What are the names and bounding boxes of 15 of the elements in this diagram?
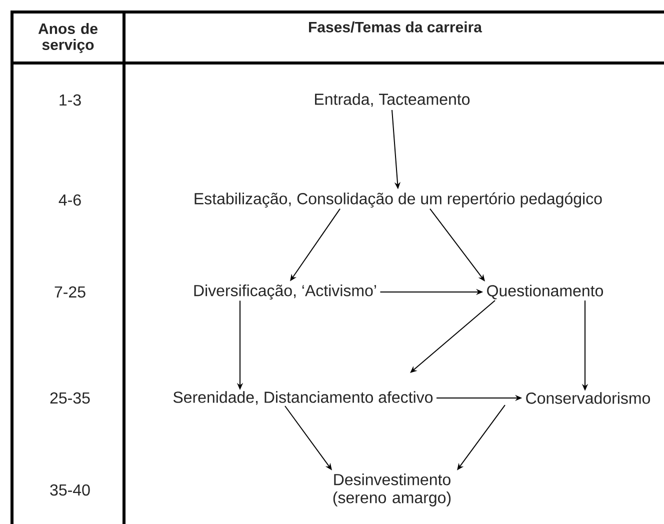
header-cell: Anos de serviço <box>38 23 98 53</box>
year-label: 35-40 <box>50 484 90 496</box>
phase-text: Serenidade, Distanciamento afectivo <box>173 391 433 405</box>
year-label: 4-6 <box>58 194 81 206</box>
phase-text: Entrada, Tacteamento <box>315 93 470 107</box>
year-label: 1-3 <box>60 94 81 106</box>
arrow <box>410 300 496 373</box>
phase-text: Estabilização, Consolidação de um repertório pedagógico <box>194 192 602 208</box>
header-cell: Fases/Temas da carreira <box>309 21 482 33</box>
year-label: 7-25 <box>54 286 86 298</box>
phase-text: Desinvestimento (sereno amargo) <box>333 474 451 506</box>
phase-text: Diversificação, ‘Activismo’ <box>194 284 376 300</box>
year-label: 25-35 <box>50 392 90 404</box>
phase-text: Conservadorismo <box>526 392 650 404</box>
phase-text: Questionamento <box>487 284 603 300</box>
